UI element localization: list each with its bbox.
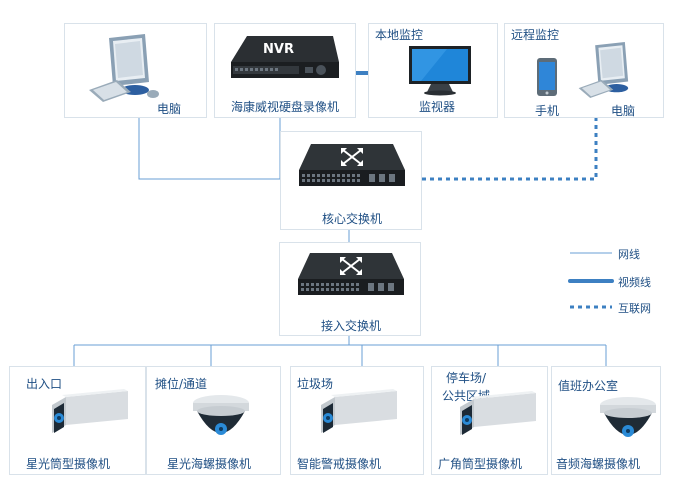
legend-video-label: 视频线 <box>618 276 651 289</box>
desktop-computer-icon <box>89 34 159 102</box>
local-monitor-title: 本地监控 <box>375 28 424 42</box>
access-switch-box: 接入交换机 <box>279 242 421 336</box>
camera-box-entrance: 出入口 星光筒型摄像机 <box>9 366 146 475</box>
camera-label: 星光筒型摄像机 <box>26 457 111 471</box>
camera-box-office: 值班办公室 音频海螺摄像机 <box>551 366 661 475</box>
bullet-camera-icon <box>52 389 128 433</box>
camera-location: 垃圾场 <box>297 377 334 391</box>
nvr-box: NVR 海康威视硬盘录像机 <box>214 23 356 118</box>
camera-location: 出入口 <box>26 377 63 391</box>
local-monitor-box: 本地监控 监视器 <box>368 23 498 118</box>
remote-monitor-box: 远程监控 手机 电脑 <box>504 23 664 118</box>
camera-label: 智能警戒摄像机 <box>297 457 382 471</box>
core-switch-box: 核心交换机 <box>280 131 422 230</box>
core-switch-label: 核心交换机 <box>321 212 383 226</box>
bullet-camera-icon <box>321 389 397 433</box>
nvr-badge: NVR <box>263 42 294 57</box>
dome-camera-icon <box>600 397 656 437</box>
legend-internet-label: 互联网 <box>618 302 651 315</box>
camera-location: 摊位/通道 <box>155 377 208 391</box>
monitor-screen-icon <box>409 46 471 96</box>
camera-location: 值班办公室 <box>558 379 619 393</box>
dome-camera-icon <box>193 395 249 435</box>
network-switch-icon <box>298 253 404 295</box>
internet-line-remote <box>422 118 598 181</box>
nvr-label: 海康威视硬盘录像机 <box>230 100 340 114</box>
remote-monitor-title: 远程监控 <box>511 28 560 42</box>
camera-box-stalls: 摊位/通道 星光海螺摄像机 <box>146 366 281 475</box>
remote-pc-label: 电脑 <box>610 104 636 118</box>
nvr-recorder-icon <box>231 36 339 78</box>
network-line-pc <box>138 118 280 180</box>
camera-label: 星光海螺摄像机 <box>167 457 252 471</box>
legend-network-label: 网线 <box>618 248 640 261</box>
desktop-computer-icon <box>578 41 629 99</box>
mobile-phone-icon <box>537 58 557 96</box>
pc-label: 电脑 <box>157 102 182 116</box>
remote-phone-label: 手机 <box>534 104 560 118</box>
camera-label: 广角筒型摄像机 <box>438 457 523 471</box>
pc-box: 电脑 <box>64 23 207 118</box>
access-switch-label: 接入交换机 <box>320 319 382 333</box>
local-monitor-label: 监视器 <box>418 100 456 114</box>
network-switch-icon <box>299 144 405 186</box>
camera-box-parking: 停车场/ 公共区域 广角筒型摄像机 <box>431 366 548 475</box>
camera-location-line1: 停车场/ <box>446 371 487 385</box>
camera-box-garbage: 垃圾场 智能警戒摄像机 <box>290 366 424 475</box>
bullet-camera-icon <box>460 391 536 435</box>
camera-label: 音频海螺摄像机 <box>556 457 641 471</box>
